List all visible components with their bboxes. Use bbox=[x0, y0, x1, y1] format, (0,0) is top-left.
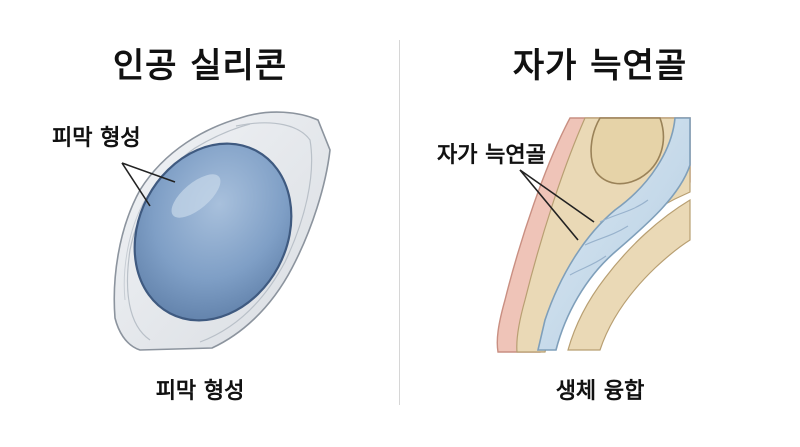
left-panel-caption: 피막 형성 bbox=[155, 379, 245, 404]
left-callout-label: 피막 형성 bbox=[52, 126, 141, 151]
cartilage-texture bbox=[569, 199, 649, 276]
capsule-fiber-3 bbox=[123, 199, 146, 301]
silicone-implant-illustration bbox=[113, 111, 331, 351]
callout-line-left-2 bbox=[121, 162, 176, 183]
capsule-fiber-1 bbox=[199, 122, 313, 343]
autologous-cartilage bbox=[536, 117, 691, 351]
lower-tissue bbox=[567, 198, 691, 351]
panel-divider bbox=[399, 40, 400, 405]
rib-cartilage-illustration bbox=[496, 117, 691, 353]
callout-line-right-2 bbox=[519, 169, 595, 223]
right-panel-caption: 생체 융합 bbox=[555, 379, 645, 404]
right-callout-label: 자가 늑연골 bbox=[437, 143, 546, 168]
callout-line-left-1 bbox=[121, 162, 151, 207]
left-panel-title: 인공 실리콘 bbox=[112, 46, 288, 86]
right-panel-title: 자가 늑연골 bbox=[512, 46, 688, 86]
nasal-bone bbox=[590, 117, 665, 185]
callout-line-right-1 bbox=[519, 169, 579, 241]
implant-highlight bbox=[171, 174, 221, 218]
silicone-implant bbox=[133, 142, 293, 322]
